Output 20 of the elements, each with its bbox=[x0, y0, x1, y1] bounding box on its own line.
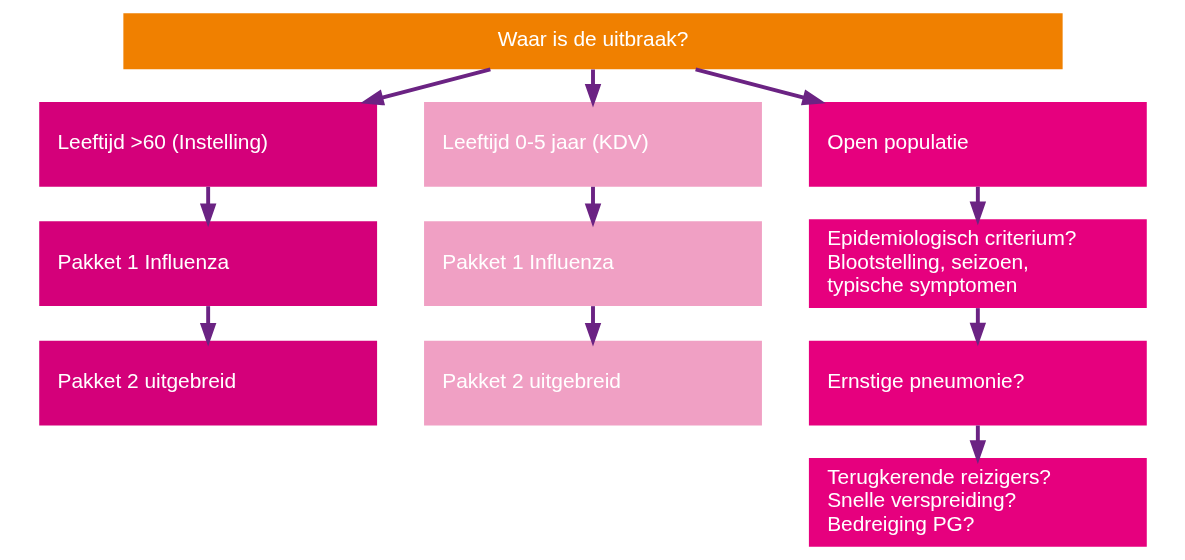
node-box: Pakket 2 uitgebreid bbox=[423, 340, 762, 426]
node-box: Epidemiologisch criterium? Blootstelling, seizoen, typische symptomen bbox=[808, 219, 1147, 309]
node-box: Pakket 2 uitgebreid bbox=[38, 340, 377, 426]
arrow bbox=[694, 67, 826, 106]
arrow bbox=[969, 308, 986, 347]
arrow bbox=[584, 186, 601, 228]
arrow bbox=[584, 69, 601, 108]
node-box: Leeftijd >60 (Instelling) bbox=[38, 101, 377, 187]
arrow bbox=[359, 67, 491, 106]
node-box: Pakket 1 Influenza bbox=[38, 221, 377, 307]
arrow bbox=[584, 306, 601, 347]
node-box: Pakket 1 Influenza bbox=[423, 221, 762, 307]
node-box: Leeftijd 0-5 jaar (KDV) bbox=[423, 101, 762, 187]
node-box: Ernstige pneumonie? bbox=[808, 340, 1147, 426]
node-box: Terugkerende reizigers? Snelle verspreiding? Bedreiging PG? bbox=[808, 458, 1147, 547]
arrow bbox=[969, 186, 986, 226]
arrow bbox=[199, 306, 216, 347]
node-box: Waar is de uitbraak? bbox=[122, 13, 1063, 70]
node-box: Open populatie bbox=[808, 101, 1147, 187]
arrow bbox=[199, 186, 216, 228]
